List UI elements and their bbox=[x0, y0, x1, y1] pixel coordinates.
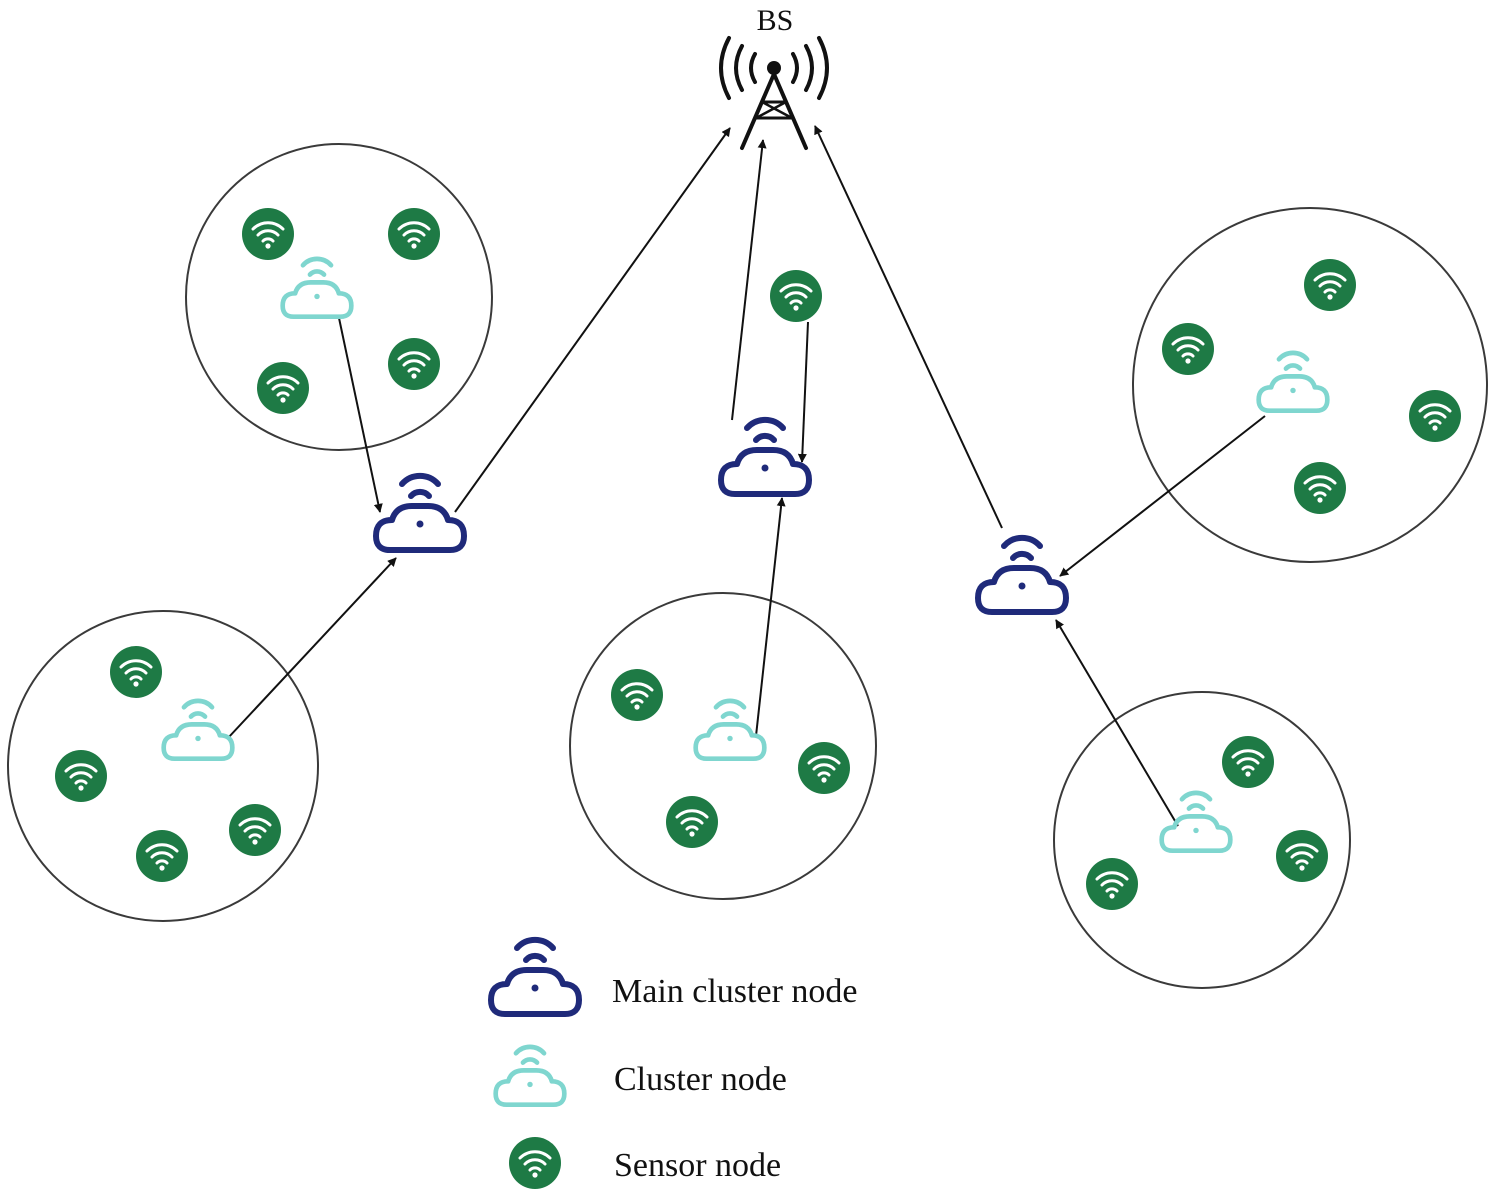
main-cluster-node-icon bbox=[721, 420, 809, 494]
sensor-node-icon bbox=[609, 667, 665, 723]
sensor-node-icon bbox=[1292, 460, 1348, 516]
sensor-node-icon bbox=[1407, 388, 1463, 444]
sensor-node-icon bbox=[386, 336, 442, 392]
legend-label-cluster: Cluster node bbox=[614, 1061, 787, 1098]
cluster-node-icon bbox=[164, 701, 233, 759]
base-station: BS bbox=[719, 4, 829, 150]
link-cluster-bottom-left-to-main-left bbox=[227, 557, 397, 739]
cluster-node-icon bbox=[1162, 793, 1231, 851]
link-sensor-to-main-middle bbox=[797, 321, 809, 463]
link-main-left-to-bs bbox=[454, 127, 731, 513]
sensor-node-icon bbox=[134, 828, 190, 884]
sensor-node-icon bbox=[1274, 828, 1330, 884]
main-cluster-node-icon bbox=[376, 476, 464, 550]
cluster-node-icon bbox=[1259, 353, 1328, 411]
sensor-node-icon bbox=[1220, 734, 1276, 790]
cluster-top-left bbox=[185, 143, 493, 451]
sensor-node-icon bbox=[664, 794, 720, 850]
sensor-node-icon bbox=[227, 802, 283, 858]
cluster-node-icon bbox=[696, 701, 765, 759]
sensor-node-icon bbox=[796, 740, 852, 796]
sensor-nodes bbox=[53, 206, 1463, 912]
link-cluster-top-left-to-main-left bbox=[338, 317, 383, 513]
cluster-node-icon bbox=[283, 259, 352, 317]
link-main-right-to-bs bbox=[814, 125, 1003, 529]
sensor-node-icon bbox=[386, 206, 442, 262]
main-cluster-node-icon bbox=[978, 538, 1066, 612]
sensor-node-icon bbox=[1302, 257, 1358, 313]
sensor-node-icon bbox=[108, 644, 164, 700]
tower-icon bbox=[719, 36, 829, 150]
sensor-node-icon bbox=[507, 1135, 563, 1191]
sensor-node-icon bbox=[1160, 321, 1216, 377]
sensor-node-icon bbox=[255, 360, 311, 416]
sensor-node-icon bbox=[53, 748, 109, 804]
cluster-node-icon bbox=[496, 1047, 565, 1105]
sensor-node-icon bbox=[768, 268, 824, 324]
main-cluster-node-icon bbox=[491, 940, 579, 1014]
legend-label-main: Main cluster node bbox=[612, 973, 858, 1010]
links bbox=[227, 125, 1266, 827]
link-cluster-bottom-middle-to-main-middle bbox=[755, 497, 786, 737]
legend-item-main: Main cluster node bbox=[491, 940, 858, 1014]
cluster-bottom-left bbox=[7, 610, 319, 922]
sensor-node-icon bbox=[1084, 856, 1140, 912]
legend-label-sensor: Sensor node bbox=[614, 1147, 781, 1184]
legend: Main cluster node Cluster node Sensor no… bbox=[491, 940, 858, 1191]
legend-item-cluster: Cluster node bbox=[496, 1047, 787, 1105]
cluster-bottom-right bbox=[1053, 691, 1351, 989]
cluster-top-right bbox=[1132, 207, 1488, 563]
sensor-node-icon bbox=[240, 206, 296, 262]
bs-label: BS bbox=[757, 4, 794, 37]
cluster-bottom-middle bbox=[569, 592, 877, 900]
link-cluster-top-right-to-main-right bbox=[1059, 415, 1266, 577]
link-cluster-bottom-right-to-main-right bbox=[1055, 619, 1179, 827]
legend-item-sensor: Sensor node bbox=[507, 1135, 781, 1191]
link-main-middle-to-bs bbox=[731, 139, 767, 421]
